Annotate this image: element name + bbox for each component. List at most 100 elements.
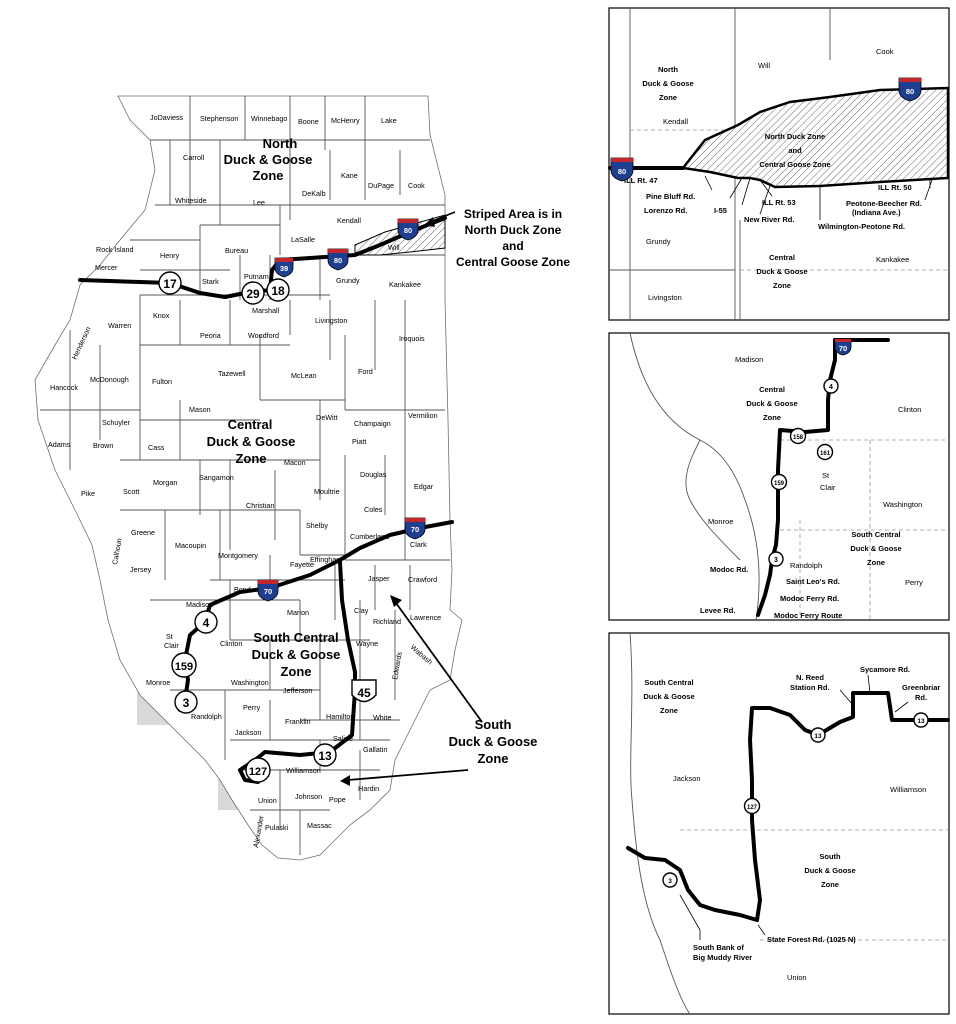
state-outline	[34, 95, 463, 861]
svg-text:3: 3	[183, 696, 190, 710]
inset-north-i80-left: 80	[610, 157, 634, 182]
county-livingston: Livingston	[315, 316, 347, 325]
county-st-clair-1: St	[166, 632, 173, 641]
i80-shield-main-a: 80	[327, 248, 349, 271]
inset-north: North Duck & Goose Zone North Duck Zone …	[608, 7, 950, 321]
inset-north-zone-north-2: Duck & Goose	[642, 79, 693, 88]
inset-middle-modocroute: Modoc Ferry Route	[774, 611, 842, 620]
county-kane: Kane	[341, 171, 358, 180]
county-lasalle: LaSalle	[291, 235, 315, 244]
county-clay: Clay	[354, 606, 369, 615]
county-rock-island: Rock Island	[96, 245, 134, 254]
inset-middle-central-3: Zone	[763, 413, 781, 422]
svg-text:4: 4	[203, 616, 210, 630]
striped-note-3: and	[502, 239, 523, 253]
inset-north-cook: Cook	[876, 47, 894, 56]
inset-north-zone-striped-1: North Duck Zone	[765, 132, 825, 141]
county-peoria: Peoria	[200, 331, 221, 340]
county-montgomery: Montgomery	[218, 551, 258, 560]
i39-shield-main: 39	[274, 257, 294, 278]
inset-south-williamson: Williamson	[890, 785, 926, 794]
inset-middle-clinton: Clinton	[898, 405, 921, 414]
south-central-zone-label-2: Duck & Goose	[252, 647, 341, 662]
inset-south-union: Union	[787, 973, 807, 982]
inset-north-peotone1: Peotone-Beecher Rd.	[846, 199, 922, 208]
us-45-shield: 45	[351, 679, 377, 703]
svg-text:127: 127	[249, 766, 267, 778]
route-17-shield: 17	[158, 271, 182, 295]
inset-middle-stclair-2: Clair	[820, 483, 836, 492]
inset-north-kankakee: Kankakee	[876, 255, 909, 264]
inset-south-frame	[608, 632, 950, 1015]
inset-south-r13a: 13	[810, 727, 826, 743]
inset-middle-modoc: Modoc Rd.	[710, 565, 748, 574]
route-127-shield: 127	[245, 757, 271, 783]
county-mason: Mason	[189, 405, 211, 414]
county-adams: Adams	[48, 440, 71, 449]
inset-middle-stleos: Saint Leo's Rd.	[786, 577, 840, 586]
central-zone-label-1: Central	[228, 417, 273, 432]
inset-north-rt50: ILL Rt. 50	[878, 183, 912, 192]
county-douglas: Douglas	[360, 470, 387, 479]
county-pope: Pope	[329, 795, 346, 804]
inset-north-newriver: New River Rd.	[744, 215, 794, 224]
inset-north-zone-north-3: Zone	[659, 93, 677, 102]
county-moultrie: Moultrie	[314, 487, 340, 496]
county-bond: Bond	[234, 585, 251, 594]
inset-middle-southcentral-3: Zone	[867, 558, 885, 567]
svg-text:13: 13	[318, 749, 332, 763]
county-macoupin: Macoupin	[175, 541, 206, 550]
south-zone-label-1: South	[475, 717, 512, 732]
county-richland: Richland	[373, 617, 401, 626]
county-st-clair-2: Clair	[164, 641, 179, 650]
county-labels: JoDaviess Stephenson Winnebago Boone McH…	[48, 113, 441, 848]
route-3-shield: 3	[174, 690, 198, 714]
south-central-zone-label-3: Zone	[280, 664, 311, 679]
county-randolph: Randolph	[191, 712, 222, 721]
county-mclean: McLean	[291, 371, 317, 380]
inset-north-pinebluff: Pine Bluff Rd.	[646, 192, 695, 201]
striped-note-1: Striped Area is in	[464, 207, 562, 221]
county-madison: Madison	[186, 600, 213, 609]
inset-middle-madison: Madison	[735, 355, 763, 364]
inset-south-r127: 127	[743, 797, 761, 815]
county-shelby: Shelby	[306, 521, 328, 530]
inset-south-bigmuddy-2: Big Muddy River	[693, 953, 752, 962]
inset-south-sycamore: Sycamore Rd.	[860, 665, 910, 674]
county-warren: Warren	[108, 321, 131, 330]
county-knox: Knox	[153, 311, 170, 320]
inset-south-south-1: South	[819, 852, 841, 861]
inset-middle-r159: 159	[770, 473, 788, 491]
svg-text:3: 3	[774, 557, 778, 564]
inset-south-nreed-2: Station Rd.	[790, 683, 830, 692]
county-hardin: Hardin	[358, 784, 379, 793]
county-greene: Greene	[131, 528, 155, 537]
county-marion: Marion	[287, 608, 309, 617]
county-grundy: Grundy	[336, 276, 360, 285]
county-will: Will	[388, 243, 400, 252]
svg-text:4: 4	[829, 384, 833, 391]
county-sangamon: Sangamon	[199, 473, 234, 482]
interstate-shields-main: 80 80 39 70 70	[257, 218, 426, 602]
inset-north-zone-striped-2: and	[788, 146, 802, 155]
svg-text:161: 161	[820, 451, 831, 457]
route-29-shield: 29	[241, 281, 265, 305]
svg-text:18: 18	[271, 284, 285, 298]
county-ford: Ford	[358, 367, 373, 376]
inset-middle-southcentral-1: South Central	[851, 530, 900, 539]
inset-middle-perry: Perry	[905, 578, 923, 587]
county-hancock: Hancock	[50, 383, 78, 392]
county-champaign: Champaign	[354, 419, 391, 428]
central-zone-label-2: Duck & Goose	[207, 434, 296, 449]
county-morgan: Morgan	[153, 478, 177, 487]
county-massac: Massac	[307, 821, 332, 830]
inset-north-grundy: Grundy	[646, 237, 671, 246]
svg-text:80: 80	[404, 226, 412, 235]
county-crawford: Crawford	[408, 575, 437, 584]
route-13-shield: 13	[313, 743, 337, 767]
county-franklin: Franklin	[285, 717, 311, 726]
inset-middle: Central Duck & Goose Zone South Central …	[608, 332, 950, 621]
county-jasper: Jasper	[368, 574, 390, 583]
svg-text:70: 70	[264, 587, 272, 596]
